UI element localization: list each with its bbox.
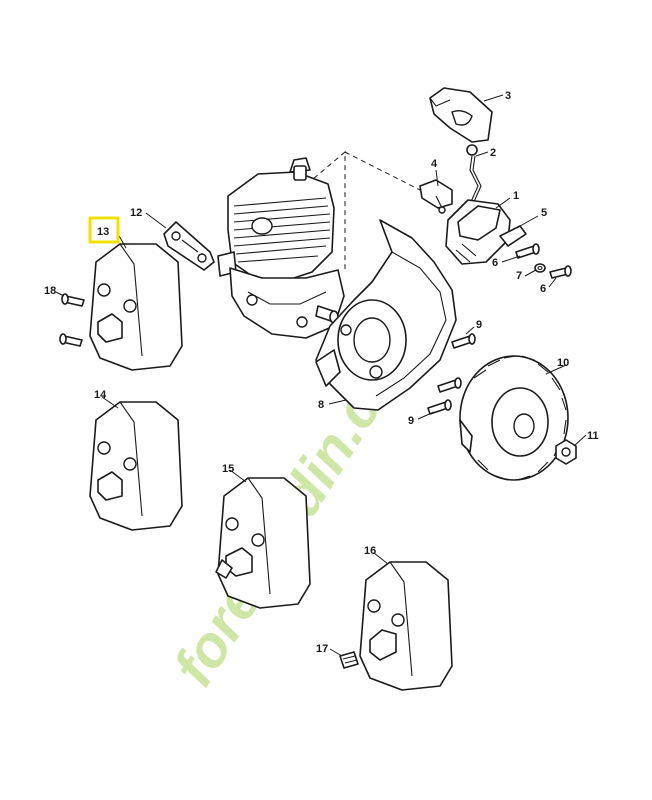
label-14: 14: [94, 389, 107, 401]
part-6-screw-a: [515, 243, 540, 259]
part-9-screw-c: [437, 377, 462, 393]
part-16-muffler: [359, 561, 453, 691]
part-13-muffler: [89, 243, 183, 371]
part-18-screw-a: [61, 293, 85, 307]
part-3-cover: [429, 87, 493, 143]
label-13: 13: [97, 226, 109, 238]
label-5: 5: [541, 207, 547, 219]
part-4-bracket: [419, 179, 453, 214]
part-17-stud: [339, 651, 359, 669]
part-7-washer: [534, 263, 546, 273]
label-16: 16: [364, 545, 376, 557]
label-12: 12: [130, 207, 142, 219]
label-9a: 9: [476, 319, 482, 331]
label-15: 15: [222, 463, 234, 475]
part-14-muffler: [89, 401, 183, 531]
part-1-ignition-module: [445, 199, 527, 265]
label-17: 17: [316, 643, 328, 655]
part-18-screw-b: [59, 333, 83, 347]
leader-lines: [55, 94, 587, 657]
label-11: 11: [587, 430, 599, 442]
label-8: 8: [318, 399, 324, 411]
part-10-flywheel: [459, 355, 569, 481]
highlight-box-13: [88, 216, 120, 244]
label-6a: 6: [492, 257, 498, 269]
label-3: 3: [505, 90, 511, 102]
part-9-screw-b: [427, 399, 452, 415]
part-6-screw-b: [549, 265, 572, 279]
label-1: 1: [513, 190, 519, 202]
callout-labels: 1 2 3 4 5 6 6 7 8 9 9 10 11 12 13 14 15 …: [44, 90, 599, 655]
part-15-muffler: [215, 477, 311, 609]
label-9b: 9: [408, 415, 414, 427]
part-11-nut: [555, 439, 577, 465]
part-9-screw-a: [451, 333, 476, 349]
label-6b: 6: [540, 283, 546, 295]
label-4: 4: [431, 158, 438, 170]
label-2: 2: [490, 147, 496, 159]
label-10: 10: [557, 357, 569, 369]
label-7: 7: [516, 270, 522, 282]
assembly-dashed-line: [299, 150, 421, 270]
label-18: 18: [44, 285, 56, 297]
engine-cylinder: [217, 157, 335, 283]
part-8-fan-housing: [315, 219, 457, 411]
part-12-gasket: [163, 221, 215, 271]
engine-crankcase: [229, 267, 345, 339]
